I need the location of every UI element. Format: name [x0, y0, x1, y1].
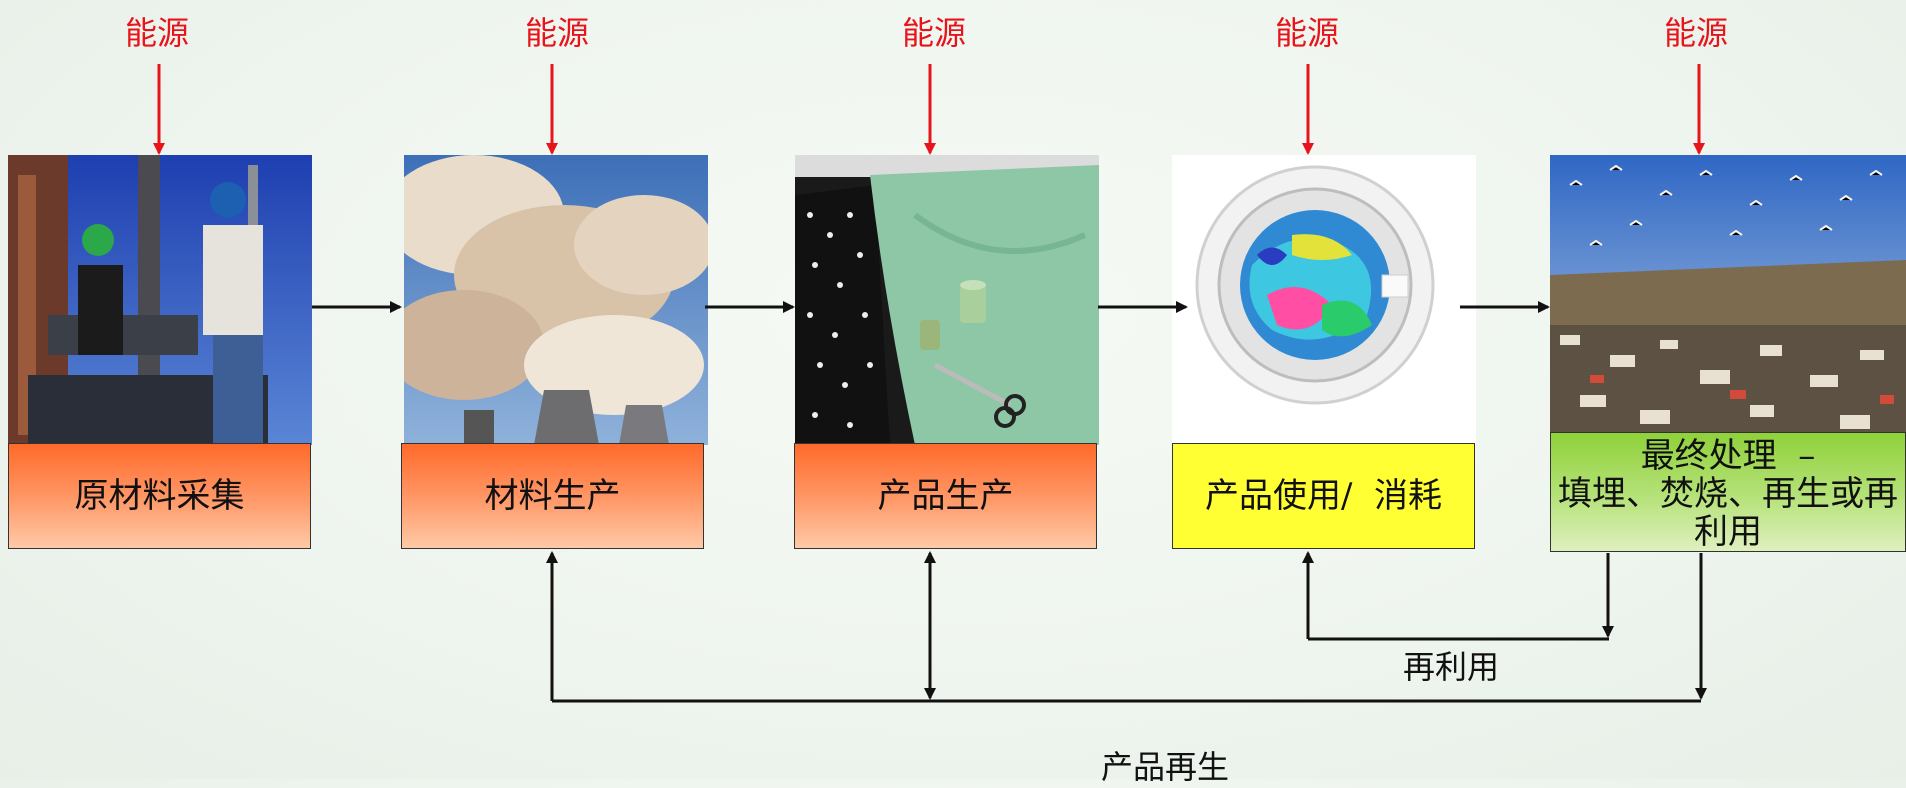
recycle-label: 产品再生: [1101, 748, 1230, 786]
landfill-image: [1550, 155, 1906, 445]
washing-machine-image: [1172, 155, 1476, 445]
stage-box-raw-material: 原材料采集: [8, 443, 311, 549]
stage-label-final-disposal: 最终处理 – 填埋、焚烧、再生或再利用: [1558, 436, 1898, 553]
fabric-image: [795, 155, 1099, 445]
energy-label-2: 能源: [524, 14, 589, 52]
stage-box-final-disposal: 最终处理 – 填埋、焚烧、再生或再利用: [1550, 432, 1906, 552]
stage-box-product-production: 产品生产: [794, 443, 1097, 549]
reuse-label: 再利用: [1403, 648, 1500, 686]
energy-label-1: 能源: [124, 14, 189, 52]
oil-rig-workers-image: [8, 155, 312, 445]
energy-label-3: 能源: [901, 14, 966, 52]
energy-label-5: 能源: [1663, 14, 1728, 52]
stage-label-raw-material: 原材料采集: [74, 475, 245, 516]
stage-label-material-production: 材料生产: [484, 475, 621, 516]
power-plant-image: [404, 155, 708, 445]
stage-box-material-production: 材料生产: [401, 443, 704, 549]
stage-label-product-use: 产品使用/ 消耗: [1204, 475, 1443, 516]
energy-label-4: 能源: [1274, 14, 1339, 52]
stage-box-product-use: 产品使用/ 消耗: [1172, 443, 1475, 549]
stage-label-product-production: 产品生产: [877, 475, 1014, 516]
